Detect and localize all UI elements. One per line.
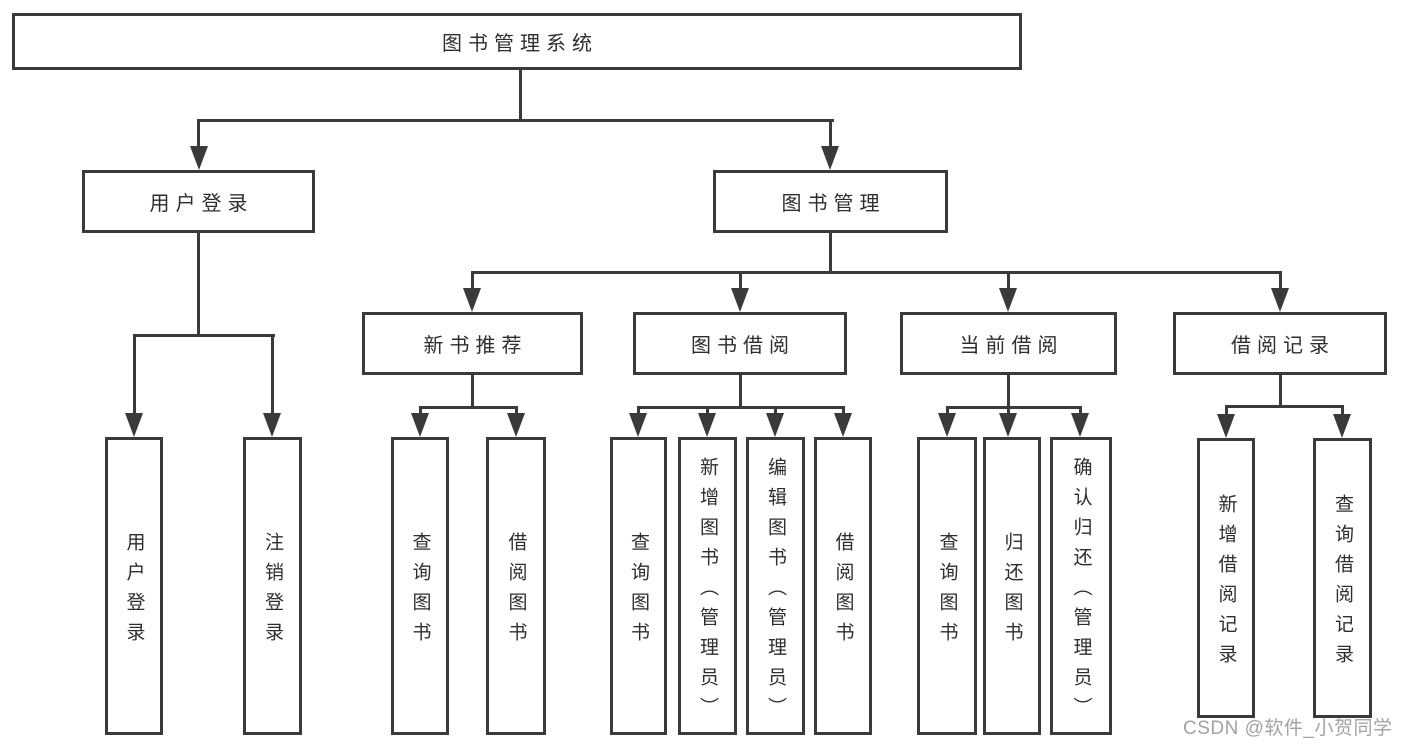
node-book-management-label: 图书管理 bbox=[781, 193, 886, 215]
connector-borrow-records-bar bbox=[1225, 405, 1344, 408]
connector-root-stem bbox=[519, 70, 522, 121]
leaf-logout-label: 注销登录 bbox=[262, 531, 283, 652]
arrow-down-icon bbox=[629, 413, 647, 437]
arrow-down-icon bbox=[125, 413, 143, 437]
arrow-down-icon bbox=[999, 413, 1017, 437]
arrow-down-icon bbox=[190, 146, 208, 170]
connector-book-borrow-drop-3 bbox=[774, 406, 777, 415]
leaf-query-book-3: 查询图书 bbox=[917, 437, 977, 735]
leaf-edit-book-admin-label: 编辑图书（管理员） bbox=[765, 456, 786, 727]
connector-book-mgmt-drop-4 bbox=[1279, 271, 1282, 290]
connector-borrow-records-drop-2 bbox=[1341, 405, 1344, 416]
arrow-down-icon bbox=[507, 413, 525, 437]
connector-borrow-records-drop-1 bbox=[1225, 405, 1228, 416]
leaf-user-login-label: 用户登录 bbox=[123, 531, 145, 652]
connector-book-mgmt-stem bbox=[829, 231, 832, 273]
node-current-borrow-label: 当前借阅 bbox=[959, 335, 1064, 357]
leaf-query-borrow-record: 查询借阅记录 bbox=[1313, 438, 1372, 718]
leaf-query-book-3-label: 查询图书 bbox=[936, 531, 958, 652]
node-library-system: 图书管理系统 bbox=[12, 13, 1022, 70]
node-library-system-label: 图书管理系统 bbox=[442, 33, 598, 55]
connector-root-drop-right bbox=[829, 119, 832, 149]
node-user-login: 用户登录 bbox=[82, 170, 315, 233]
connector-user-login-stem bbox=[197, 233, 200, 336]
leaf-user-login: 用户登录 bbox=[105, 437, 163, 735]
connector-new-book-drop-1 bbox=[419, 406, 422, 415]
arrow-down-icon bbox=[263, 413, 281, 437]
leaf-add-borrow-record: 新增借阅记录 bbox=[1197, 438, 1255, 718]
node-borrow-records-label: 借阅记录 bbox=[1231, 335, 1335, 357]
node-book-management: 图书管理 bbox=[713, 170, 948, 233]
leaf-query-book-1: 查询图书 bbox=[391, 437, 449, 735]
arrow-down-icon bbox=[411, 413, 429, 437]
connector-user-login-drop-1 bbox=[133, 334, 136, 414]
leaf-borrow-book-2-label: 借阅图书 bbox=[832, 531, 854, 652]
leaf-query-book-2: 查询图书 bbox=[610, 437, 667, 735]
leaf-borrow-book-2: 借阅图书 bbox=[814, 437, 872, 735]
connector-book-mgmt-drop-1 bbox=[471, 271, 474, 290]
connector-root-bar bbox=[198, 119, 834, 122]
connector-current-borrow-bar bbox=[946, 406, 1082, 409]
connector-book-borrow-bar bbox=[637, 406, 845, 409]
leaf-logout: 注销登录 bbox=[243, 437, 302, 735]
arrow-down-icon bbox=[1071, 413, 1089, 437]
connector-current-borrow-drop-2 bbox=[1007, 406, 1010, 415]
connector-current-borrow-drop-1 bbox=[946, 406, 949, 415]
node-new-book-recommend: 新书推荐 bbox=[362, 312, 583, 375]
arrow-down-icon bbox=[999, 288, 1017, 312]
leaf-query-borrow-record-label: 查询借阅记录 bbox=[1332, 493, 1353, 674]
leaf-query-book-1-label: 查询图书 bbox=[409, 531, 431, 652]
node-new-book-recommend-label: 新书推荐 bbox=[423, 335, 528, 357]
leaf-query-book-2-label: 查询图书 bbox=[628, 531, 649, 652]
node-borrow-records: 借阅记录 bbox=[1173, 312, 1387, 375]
connector-book-borrow-drop-2 bbox=[706, 406, 709, 415]
arrow-down-icon bbox=[1333, 414, 1351, 438]
arrow-down-icon bbox=[1271, 288, 1289, 312]
arrow-down-icon bbox=[1217, 414, 1235, 438]
connector-new-book-drop-2 bbox=[515, 406, 518, 415]
node-user-login-label: 用户登录 bbox=[149, 193, 254, 215]
arrow-down-icon bbox=[938, 413, 956, 437]
arrow-down-icon bbox=[698, 413, 716, 437]
leaf-add-book-admin-label: 新增图书（管理员） bbox=[697, 456, 718, 727]
connector-book-borrow-drop-4 bbox=[842, 406, 845, 415]
watermark: CSDN @软件_小贺同学 bbox=[1183, 718, 1393, 739]
leaf-return-book: 归还图书 bbox=[983, 437, 1041, 735]
leaf-return-book-label: 归还图书 bbox=[1001, 531, 1023, 652]
arrow-down-icon bbox=[821, 146, 839, 170]
connector-current-borrow-stem bbox=[1007, 375, 1010, 408]
leaf-edit-book-admin: 编辑图书（管理员） bbox=[746, 437, 805, 735]
connector-root-drop-left bbox=[197, 119, 200, 149]
leaf-borrow-book-1-label: 借阅图书 bbox=[505, 531, 527, 652]
connector-borrow-records-stem bbox=[1279, 375, 1282, 407]
leaf-add-borrow-record-label: 新增借阅记录 bbox=[1215, 493, 1237, 674]
leaf-borrow-book-1: 借阅图书 bbox=[486, 437, 546, 735]
leaf-add-book-admin: 新增图书（管理员） bbox=[678, 437, 737, 735]
connector-current-borrow-drop-3 bbox=[1079, 406, 1082, 415]
leaf-confirm-return-admin: 确认归还（管理员） bbox=[1050, 437, 1112, 735]
connector-user-login-drop-2 bbox=[271, 334, 274, 414]
connector-new-book-bar bbox=[419, 406, 518, 409]
connector-new-book-stem bbox=[471, 375, 474, 408]
connector-book-mgmt-drop-2 bbox=[739, 271, 742, 290]
node-current-borrow: 当前借阅 bbox=[900, 312, 1117, 375]
connector-book-borrow-stem bbox=[739, 375, 742, 408]
arrow-down-icon bbox=[463, 288, 481, 312]
connector-book-mgmt-drop-3 bbox=[1007, 271, 1010, 290]
connector-book-mgmt-bar bbox=[471, 271, 1281, 274]
arrow-down-icon bbox=[766, 413, 784, 437]
connector-book-borrow-drop-1 bbox=[637, 406, 640, 415]
arrow-down-icon bbox=[731, 288, 749, 312]
leaf-confirm-return-admin-label: 确认归还（管理员） bbox=[1070, 456, 1092, 727]
connector-user-login-bar bbox=[133, 334, 275, 337]
node-book-borrow-label: 图书借阅 bbox=[691, 335, 795, 357]
arrow-down-icon bbox=[834, 413, 852, 437]
node-book-borrow: 图书借阅 bbox=[633, 312, 847, 375]
